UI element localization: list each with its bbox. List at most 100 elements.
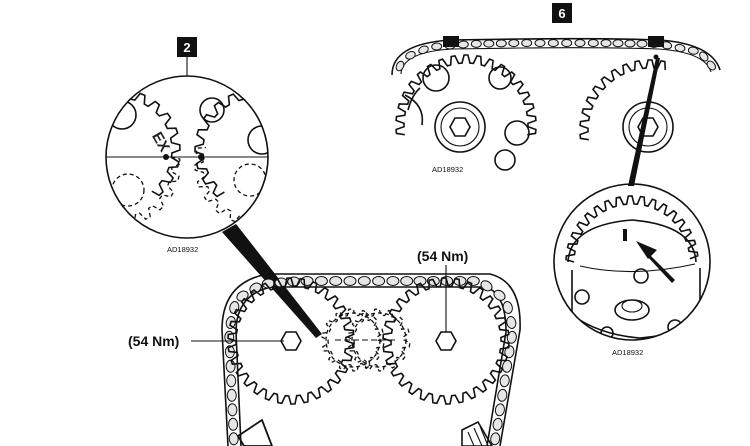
ref-code-top-right: AD18932 [432,165,463,174]
top-left-bolt [449,117,471,137]
top-chain-inner [400,47,712,75]
top-left-hub-hole-a [422,64,450,92]
left-detail-dot-b [198,154,204,160]
left-detail-hole-c [247,125,268,155]
ref-code-left-detail: AD18932 [167,245,198,254]
chain-link-33 [504,345,515,359]
main-mid-gear-teeth-a [321,308,385,372]
chain-link-25 [706,60,716,71]
left-detail-gear-b [194,89,255,198]
right-pointer-beam [628,58,660,186]
top-left-center-ring-inner [440,107,480,147]
right-detail-rim [553,183,711,341]
chain-link-39 [490,432,501,446]
chain-link-18 [624,39,636,48]
chain-link-16 [600,39,612,48]
chain-link-35 [499,374,510,388]
top-chain-links [395,39,716,72]
chain-link-5 [225,359,236,373]
chain-link-32 [506,330,517,344]
torque-label-left: (54 Nm) [128,333,179,349]
chain-link-2 [418,45,429,55]
svg-text:2: 2 [183,40,190,55]
chain-link-12 [547,39,559,47]
left-detail-hole-b [199,97,225,123]
top-right-chain-view: AD18932 [391,36,721,174]
chain-link-38 [492,417,503,431]
chain-link-23 [687,46,699,55]
right-detail-center-bore [614,299,650,321]
main-mid-gear-b-dash [351,312,407,368]
top-left-sprocket [407,87,421,111]
top-left-partial-arc [404,94,424,126]
main-chain-links [224,276,517,446]
chain-link-0 [228,432,239,446]
chain-link-37 [494,403,505,417]
chain-link-6 [470,39,482,48]
left-detail-magnifier: EX AD18932 [105,75,269,254]
chain-link-3 [226,388,237,402]
right-detail-bolt-b [633,268,649,284]
right-detail-timing-mark [623,229,627,241]
chain-link-11 [534,39,546,47]
top-left-hub-hole-c [504,120,530,146]
chain-link-14 [574,39,586,47]
chain-link-17 [329,276,343,286]
chain-link-23 [413,276,427,286]
chain-link-3 [431,42,443,51]
top-left-hub-hole-d [494,149,516,171]
top-left-center-ring [434,101,486,153]
chain-link-10 [521,39,533,47]
left-detail-hole-d [111,173,145,207]
ref-code-right-detail: AD18932 [612,348,643,357]
right-guide-stub-hatch [467,425,489,446]
left-detail-gear-a-dash [109,156,181,226]
chain-link-31 [506,316,517,329]
chain-link-34 [502,359,513,373]
chain-link-9 [508,39,520,48]
chain-link-15 [587,39,599,47]
left-detail-gear-a [119,89,181,197]
step-badge-6: 6 [552,3,572,23]
top-left-hub-hole-b [488,66,512,90]
chain-link-1 [228,417,239,431]
chain-link-16 [314,276,328,286]
chain-link-4 [226,374,237,388]
main-chain-outer [221,273,521,446]
right-detail-magnifier: AD18932 [553,183,711,357]
chain-link-0 [395,60,405,72]
left-guide-stub [236,418,273,446]
right-guide-stub [461,420,493,446]
main-timing-assembly: (54 Nm) (54 Nm) [128,248,521,446]
chain-link-19 [357,276,371,286]
marked-link-left [443,36,459,47]
chain-link-17 [612,39,624,48]
left-detail-dot-a [163,154,169,160]
top-right-gear [579,59,667,141]
top-chain-outer [391,37,721,76]
right-detail-bolt-a [574,289,590,305]
svg-text:6: 6 [558,6,565,21]
marked-link-right [648,36,664,47]
left-detail-gear-b-dash [194,146,256,226]
chain-link-1 [405,51,416,60]
right-detail-inner-rim [567,219,697,263]
main-right-sprocket [382,277,510,405]
chain-link-7 [483,39,495,48]
chain-link-24 [699,51,709,62]
chain-link-13 [561,39,573,47]
right-detail-arrow-head [636,241,657,259]
right-detail-body [571,268,701,339]
main-right-bolt [435,331,457,351]
chain-link-30 [502,301,513,314]
torque-label-right: (54 Nm) [417,248,468,264]
main-left-bolt [280,331,302,351]
chain-link-22 [674,43,686,53]
exhaust-mark: EX [148,129,173,155]
chain-link-28 [480,280,493,292]
left-detail-rim [105,75,269,239]
chain-link-20 [372,276,386,286]
chain-link-2 [227,403,238,417]
